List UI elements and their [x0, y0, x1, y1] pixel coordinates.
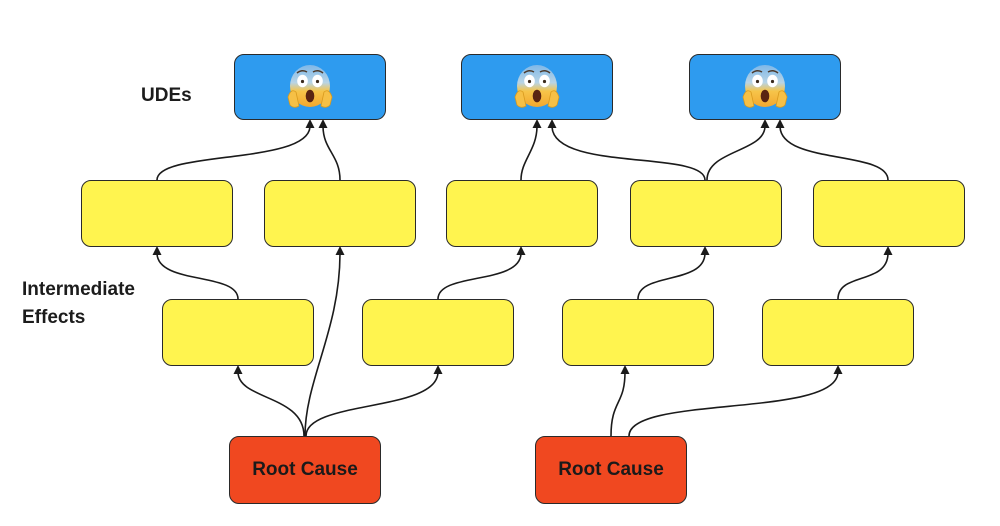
arrowhead-lower-effect3: [620, 365, 630, 374]
connector-upper4-to-ude3: [706, 125, 766, 181]
arrowhead-ude3-right: [775, 119, 785, 128]
intermediate-effects-label-line2: Effects: [22, 307, 86, 328]
connector-upper3-to-ude2: [520, 125, 538, 181]
ude-node-3: [689, 54, 841, 120]
udes-label: UDEs: [141, 85, 192, 106]
arrowhead-ude3-left: [760, 119, 770, 128]
connector-lower2-to-upper3: [437, 252, 522, 300]
intermediate-effect-upper-4: [630, 180, 782, 247]
intermediate-effects-label-line1: Intermediate: [22, 279, 135, 300]
connector-root1-to-lower-effect1: [237, 371, 305, 437]
ude-node-2: [461, 54, 613, 120]
arrowhead-upper-effect3: [516, 246, 526, 255]
arrowhead-ude2-left: [532, 119, 542, 128]
arrowhead-ude1-left: [305, 119, 315, 128]
arrowhead-lower-effect1: [233, 365, 243, 374]
connector-upper4-to-ude2: [551, 125, 706, 181]
connector-upper5-to-ude3: [779, 125, 889, 181]
connector-upper1-to-ude1: [156, 125, 311, 181]
arrowhead-upper-effect4: [700, 246, 710, 255]
arrowhead-ude1-right: [318, 119, 328, 128]
connector-root2-to-lower-effect4: [628, 371, 839, 437]
intermediate-effect-upper-5: [813, 180, 965, 247]
root-cause-node-2: Root Cause: [535, 436, 687, 504]
intermediate-effect-lower-4: [762, 299, 914, 366]
connector-lower4-to-upper5: [837, 252, 889, 300]
arrowhead-upper-effect2: [335, 246, 345, 255]
intermediate-effect-lower-1: [162, 299, 314, 366]
intermediate-effect-upper-2: [264, 180, 416, 247]
root-cause-node-1: Root Cause: [229, 436, 381, 504]
arrowhead-lower-effect2: [433, 365, 443, 374]
face-screaming-in-fear-icon: [514, 65, 560, 108]
intermediate-effect-lower-3: [562, 299, 714, 366]
face-screaming-in-fear-icon: [742, 65, 788, 108]
intermediate-effects-label: Intermediate Effects: [22, 276, 182, 332]
ude-node-1: [234, 54, 386, 120]
face-screaming-in-fear-icon: [287, 65, 333, 108]
root-cause-label-2: Root Cause: [558, 459, 664, 480]
connector-upper2-to-ude1: [322, 125, 341, 181]
intermediate-effect-upper-1: [81, 180, 233, 247]
intermediate-effect-upper-3: [446, 180, 598, 247]
connector-root1-to-lower-effect2: [305, 371, 439, 437]
arrowhead-upper-effect5: [883, 246, 893, 255]
arrowhead-lower-effect4: [833, 365, 843, 374]
arrowhead-upper-effect1: [152, 246, 162, 255]
intermediate-effect-lower-2: [362, 299, 514, 366]
connector-root2-to-lower-effect3: [610, 371, 626, 437]
arrowhead-ude2-right: [547, 119, 557, 128]
root-cause-label-1: Root Cause: [252, 459, 358, 480]
connector-lower3-to-upper4: [637, 252, 706, 300]
